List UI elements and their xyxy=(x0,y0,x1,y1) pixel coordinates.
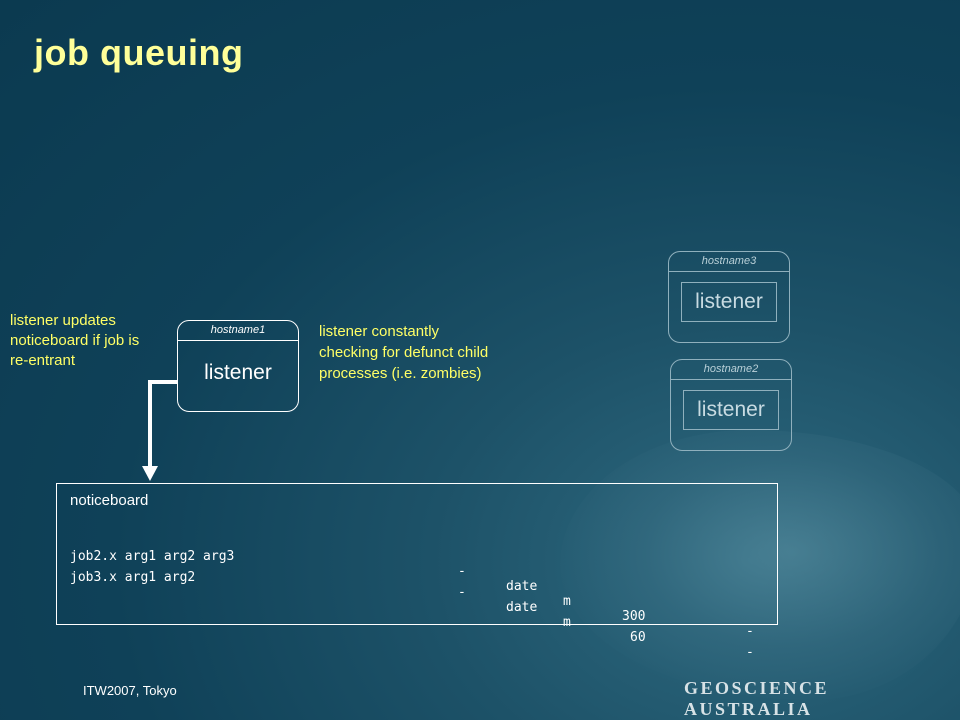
row-col5: - xyxy=(746,624,754,639)
node-hostname: hostname1 xyxy=(178,321,298,341)
noticeboard-panel: noticeboard job2.x arg1 arg2 arg3 - date… xyxy=(56,483,778,660)
node-hostname: hostname3 xyxy=(669,252,789,272)
arrowhead-icon xyxy=(142,466,158,481)
node-listener-label: listener xyxy=(681,282,777,322)
listener-node-hostname3: hostname3 listener xyxy=(668,251,790,343)
row-col2: date xyxy=(506,600,538,615)
slide-title: job queuing xyxy=(34,32,244,73)
noticeboard-row: job2.x arg1 arg2 arg3 - date m 300 - xyxy=(70,534,754,654)
listener-node-hostname2: hostname2 listener xyxy=(670,359,792,451)
row-col1: - xyxy=(458,585,466,600)
row-col3: m xyxy=(563,594,571,609)
listener-node-hostname1: hostname1 listener xyxy=(177,320,299,412)
node-hostname: hostname2 xyxy=(671,360,791,380)
geoscience-australia-logo: GEOSCIENCE AUSTRALIA xyxy=(684,678,830,719)
row-col5: - xyxy=(746,645,754,660)
row-col3: m xyxy=(563,615,571,630)
row-col2: date xyxy=(506,579,538,594)
update-arrow-line xyxy=(148,380,177,468)
row-job: job3.x arg1 arg2 xyxy=(70,570,196,585)
noticeboard-row: job3.x arg1 arg2 - date m 60 - xyxy=(70,555,754,675)
australia-map-background xyxy=(560,430,960,700)
note-reentrant: listener updates noticeboard if job is r… xyxy=(10,312,140,369)
row-col4: 300 xyxy=(622,609,646,624)
node-listener-label: listener xyxy=(204,361,272,384)
row-col1: - xyxy=(458,564,466,579)
note-zombies: listener constantly checking for defunct… xyxy=(319,323,489,382)
noticeboard-title: noticeboard xyxy=(70,492,149,509)
node-listener-label: listener xyxy=(683,390,779,430)
footer-event: ITW2007, Tokyo xyxy=(83,683,177,698)
row-col4: 60 xyxy=(630,630,646,645)
row-job: job2.x arg1 arg2 arg3 xyxy=(70,549,235,564)
